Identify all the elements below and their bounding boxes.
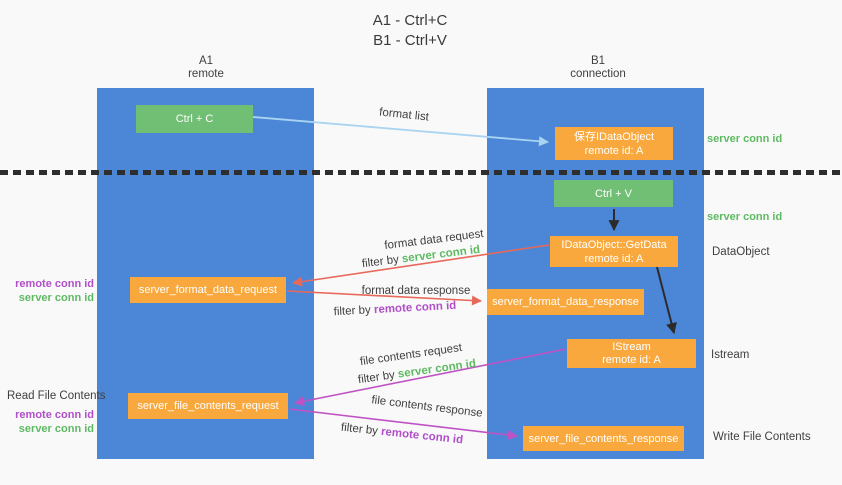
filter-by-text: filter by	[357, 369, 396, 387]
label-server-conn-id-top-right: server conn id	[707, 133, 783, 145]
label-format-data-response: format data response	[361, 285, 471, 297]
label-remote-conn-id: remote conn id	[15, 409, 94, 421]
label-dataobject: DataObject	[712, 246, 770, 258]
label-filter-by-remote-conn-id-2: filter by remote conn id	[340, 422, 463, 447]
filter-by-text: filter by	[340, 421, 379, 438]
node-server-file-contents-response-label: server_file_contents_response	[528, 432, 679, 445]
node-istream: IStream remote id: A	[567, 339, 696, 368]
page-title: A1 - Ctrl+C B1 - Ctrl+V	[300, 11, 520, 51]
label-conn-ids-file-group: remote conn id server conn id	[0, 409, 94, 436]
column-b1-name: B1	[590, 55, 606, 67]
label-read-file-contents: Read File Contents	[7, 390, 106, 402]
node-istream-line1: IStream	[612, 340, 651, 353]
label-server-conn-id-mid-right: server conn id	[707, 211, 783, 223]
column-b1-subtitle: connection	[570, 68, 626, 80]
column-a1-subtitle: remote	[188, 68, 224, 80]
session-divider-dotted-line	[0, 170, 842, 175]
node-server-file-contents-response: server_file_contents_response	[523, 426, 684, 451]
filter-by-text: filter by	[361, 253, 400, 271]
node-server-file-contents-request-label: server_file_contents_request	[137, 400, 279, 412]
remote-conn-id-text: remote conn id	[373, 299, 457, 317]
column-a1-name: A1	[198, 55, 214, 67]
node-ctrl-v: Ctrl + V	[554, 180, 673, 207]
node-server-format-data-response: server_format_data_response	[487, 289, 644, 315]
remote-conn-id-text: remote conn id	[380, 425, 464, 447]
node-save-idataobject-line2: remote id: A	[584, 144, 644, 157]
node-save-idataobject-line1: 保存IDataObject	[573, 130, 655, 143]
label-server-conn-id: server conn id	[18, 422, 94, 435]
label-remote-conn-id: remote conn id	[15, 278, 94, 290]
node-server-format-data-response-label: server_format_data_response	[492, 296, 639, 308]
label-file-contents-response: file contents response	[370, 394, 484, 420]
label-server-conn-id: server conn id	[18, 291, 94, 304]
node-save-idataobject: 保存IDataObject remote id: A	[555, 127, 673, 160]
column-header-a1: A1 remote	[136, 55, 276, 81]
label-istream-side: Istream	[711, 349, 750, 361]
node-istream-line2: remote id: A	[602, 353, 661, 366]
node-server-format-data-request-label: server_format_data_request	[138, 284, 278, 296]
node-ctrl-c: Ctrl + C	[136, 105, 253, 133]
label-filter-by-server-conn-id-1: filter by server conn id	[361, 244, 480, 270]
node-idataobject-getdata-line2: remote id: A	[584, 252, 644, 265]
title-line-1: A1 - Ctrl+C	[372, 12, 448, 29]
filter-by-text: filter by	[333, 304, 372, 319]
node-idataobject-getdata-line1: IDataObject::GetData	[561, 238, 667, 251]
node-ctrl-v-label: Ctrl + V	[595, 187, 632, 200]
label-conn-ids-format-group: remote conn id server conn id	[0, 278, 94, 305]
node-server-file-contents-request: server_file_contents_request	[128, 393, 288, 419]
label-filter-by-remote-conn-id-1: filter by remote conn id	[333, 300, 456, 318]
node-ctrl-c-label: Ctrl + C	[175, 113, 214, 125]
node-server-format-data-request: server_format_data_request	[130, 277, 286, 303]
column-header-b1: B1 connection	[528, 55, 668, 81]
title-line-2: B1 - Ctrl+V	[373, 32, 447, 49]
node-idataobject-getdata: IDataObject::GetData remote id: A	[550, 236, 678, 267]
label-write-file-contents: Write File Contents	[713, 431, 811, 443]
label-format-list: format list	[378, 106, 430, 124]
